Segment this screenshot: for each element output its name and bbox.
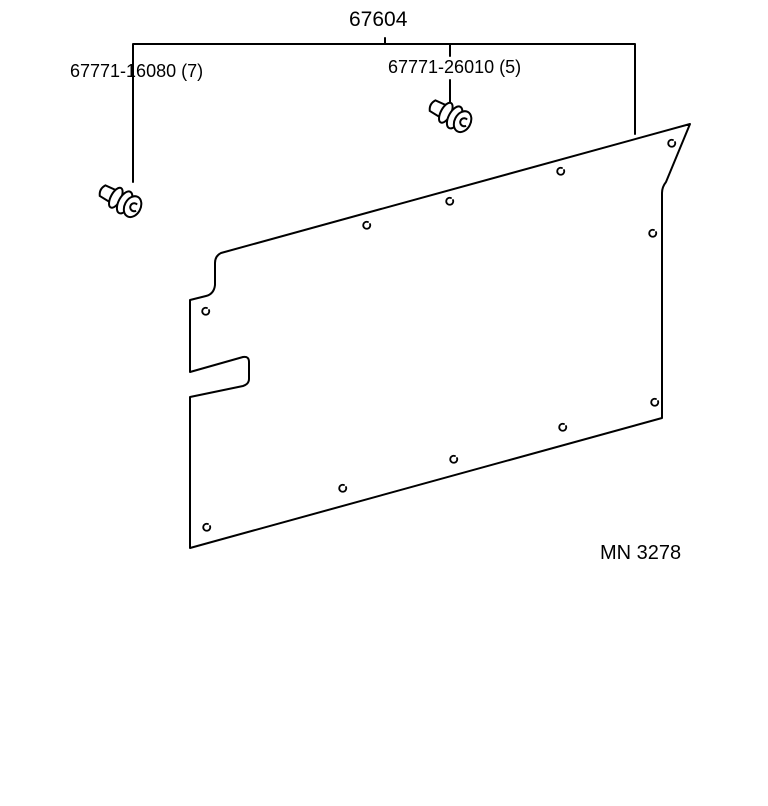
mounting-hole xyxy=(650,397,660,407)
mounting-holes xyxy=(201,138,677,532)
clip-right-part-label: 67771-26010 (5) xyxy=(388,57,522,77)
figure-code: MN 3278 xyxy=(600,542,682,564)
mounting-hole xyxy=(202,522,212,532)
clip-left-part-label: 67771-16080 (7) xyxy=(70,61,204,81)
clip-fastener-icon xyxy=(428,99,473,134)
mounting-hole xyxy=(201,306,211,316)
assembly-leader-bracket xyxy=(132,43,636,183)
clip-fastener-icon xyxy=(98,184,143,219)
mounting-hole xyxy=(449,454,459,464)
mounting-hole xyxy=(338,483,348,493)
mounting-hole xyxy=(667,138,677,148)
trim-panel-outline xyxy=(189,123,691,549)
assembly-part-number: 67604 xyxy=(349,8,408,31)
mounting-hole xyxy=(648,228,658,238)
mounting-hole xyxy=(558,422,568,432)
mounting-hole xyxy=(445,196,455,206)
mounting-hole xyxy=(362,220,372,230)
mounting-hole xyxy=(556,166,566,176)
